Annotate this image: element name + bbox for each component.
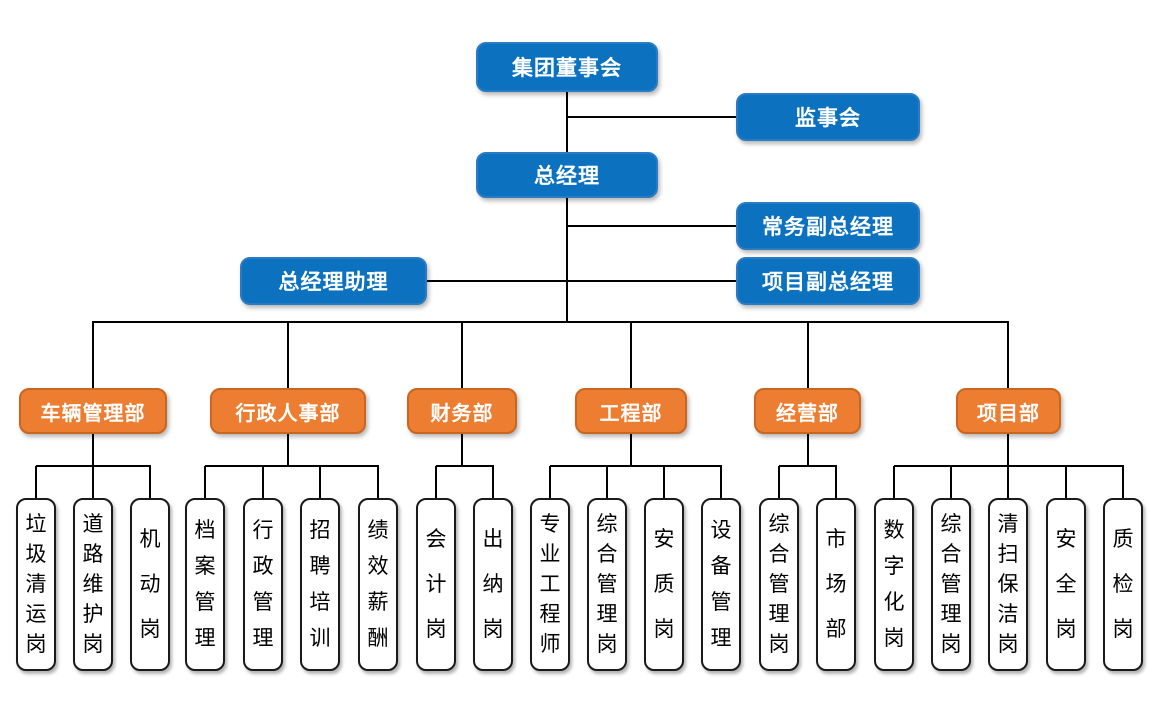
position-safety: 安全岗 bbox=[1046, 498, 1086, 671]
position-comprehensive-mgmt-proj: 综合管理岗 bbox=[931, 498, 971, 671]
connector-line bbox=[92, 321, 1009, 323]
position-admin-management: 行政管理 bbox=[243, 498, 283, 671]
position-comprehensive-mgmt-eng: 综合管理岗 bbox=[587, 498, 627, 671]
connector-line bbox=[1007, 434, 1009, 467]
position-market: 市场部 bbox=[816, 498, 856, 671]
position-recruitment-training: 招聘培训 bbox=[300, 498, 340, 671]
connector-line bbox=[204, 466, 206, 498]
connector-line bbox=[779, 465, 837, 467]
connector-line bbox=[807, 321, 809, 388]
connector-line bbox=[606, 466, 608, 498]
connector-line bbox=[550, 465, 722, 467]
connector-line bbox=[262, 466, 264, 498]
connector-line bbox=[435, 466, 437, 498]
dept-vehicle-management: 车辆管理部 bbox=[19, 388, 167, 434]
connector-line bbox=[287, 321, 289, 388]
connector-line bbox=[461, 321, 463, 388]
connector-line bbox=[492, 466, 494, 498]
connector-line bbox=[663, 466, 665, 498]
connector-line bbox=[549, 466, 551, 498]
position-professional-engineer: 专业工程师 bbox=[530, 498, 570, 671]
connector-line bbox=[567, 225, 737, 227]
connector-line bbox=[92, 434, 94, 467]
connector-line bbox=[807, 434, 809, 467]
node-executive-deputy-gm: 常务副总经理 bbox=[736, 202, 920, 250]
position-performance-pay: 绩效薪酬 bbox=[358, 498, 398, 671]
connector-line bbox=[950, 466, 952, 498]
connector-line bbox=[630, 321, 632, 388]
connector-line bbox=[35, 466, 37, 498]
connector-line bbox=[566, 91, 568, 322]
dept-engineering: 工程部 bbox=[575, 388, 687, 434]
connector-line bbox=[287, 434, 289, 467]
position-road-maintenance: 道路维护岗 bbox=[73, 498, 113, 671]
node-general-manager: 总经理 bbox=[476, 152, 658, 198]
connector-line bbox=[778, 466, 780, 498]
position-mobile: 机动岗 bbox=[130, 498, 170, 671]
connector-line bbox=[319, 466, 321, 498]
position-street-cleaning: 清扫保洁岗 bbox=[988, 498, 1028, 671]
dept-project: 项目部 bbox=[956, 388, 1061, 434]
position-garbage-collection: 垃圾清运岗 bbox=[16, 498, 56, 671]
connector-line bbox=[894, 465, 1124, 467]
dept-finance: 财务部 bbox=[407, 388, 517, 434]
dept-operations: 经营部 bbox=[754, 388, 861, 434]
connector-line bbox=[377, 466, 379, 498]
connector-line bbox=[630, 434, 632, 467]
node-board-of-directors: 集团董事会 bbox=[476, 42, 658, 92]
connector-line bbox=[893, 466, 895, 498]
position-comprehensive-mgmt-ops: 综合管理岗 bbox=[759, 498, 799, 671]
connector-line bbox=[1065, 466, 1067, 498]
position-safety-quality: 安质岗 bbox=[644, 498, 684, 671]
position-equipment-management: 设备管理 bbox=[701, 498, 741, 671]
node-project-deputy-gm: 项目副总经理 bbox=[736, 257, 920, 305]
connector-line bbox=[92, 466, 94, 498]
connector-line bbox=[461, 434, 463, 467]
connector-line bbox=[149, 466, 151, 498]
connector-line bbox=[720, 466, 722, 498]
position-accounting: 会计岗 bbox=[416, 498, 456, 671]
node-supervisory-board: 监事会 bbox=[736, 93, 920, 141]
position-quality-inspection: 质检岗 bbox=[1103, 498, 1143, 671]
connector-line bbox=[436, 465, 494, 467]
connector-line bbox=[1122, 466, 1124, 498]
position-cashier: 出纳岗 bbox=[473, 498, 513, 671]
connector-line bbox=[567, 116, 737, 118]
connector-line bbox=[92, 321, 94, 388]
position-digitalization: 数字化岗 bbox=[874, 498, 914, 671]
connector-line bbox=[835, 466, 837, 498]
connector-line bbox=[1007, 321, 1009, 388]
dept-admin-hr: 行政人事部 bbox=[210, 388, 366, 434]
node-gm-assistant: 总经理助理 bbox=[240, 257, 427, 305]
connector-line bbox=[1007, 466, 1009, 498]
connector-line bbox=[205, 465, 379, 467]
position-archives-management: 档案管理 bbox=[185, 498, 225, 671]
connector-line bbox=[427, 280, 737, 282]
